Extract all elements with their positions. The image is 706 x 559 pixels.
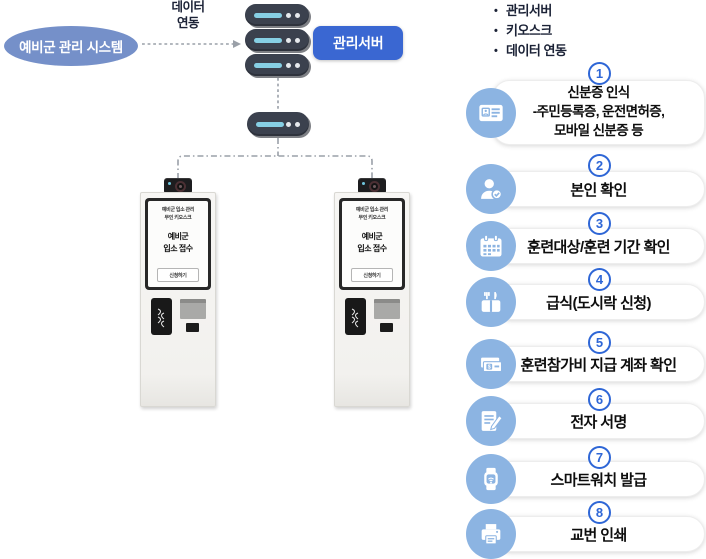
kiosk-screen-title: 예비군 입소 접수 <box>163 232 193 253</box>
camera-icon <box>164 178 192 194</box>
step-number: 5 <box>588 331 611 354</box>
signature-icon <box>466 396 516 446</box>
data-link-label: 데이터 연동 <box>158 0 218 31</box>
meal-icon <box>466 277 516 327</box>
legend-list: 관리서버 키오스크 데이터 연동 <box>494 1 567 61</box>
legend-item: 데이터 연동 <box>494 41 567 61</box>
smartwatch-icon <box>466 454 516 504</box>
step-number: 3 <box>588 212 611 235</box>
kiosk-screen-header: 예비군 입소 관리 무인 키오스크 <box>161 207 195 221</box>
money-icon: $ <box>466 339 516 389</box>
network-switch-icon <box>247 112 309 136</box>
server-unit-icon <box>245 29 309 51</box>
receipt-printer <box>374 299 400 319</box>
legend-item: 관리서버 <box>494 1 566 21</box>
camera-icon <box>358 178 386 194</box>
data-link-label-line2: 연동 <box>176 15 200 30</box>
step-text: 훈련대상/훈련 기간 확인 <box>527 238 670 256</box>
step-text: 모바일 신분증 등 <box>553 122 644 138</box>
svg-text:$: $ <box>488 365 491 371</box>
person-check-icon <box>466 164 516 214</box>
kiosk-apply-button: 신청하기 <box>351 268 393 282</box>
nfc-reader-icon <box>151 298 172 335</box>
step-number: 1 <box>588 62 611 85</box>
step-number: 7 <box>588 446 611 469</box>
kiosk-body: 예비군 입소 관리 무인 키오스크 예비군 입소 접수 신청하기 <box>140 192 216 407</box>
kiosk-screen: 예비군 입소 관리 무인 키오스크 예비군 입소 접수 신청하기 <box>145 198 211 290</box>
printer-icon <box>466 509 516 559</box>
id-card-icon <box>466 87 516 138</box>
server-stack-icon <box>245 4 309 76</box>
card-slot <box>380 323 393 332</box>
server-unit-icon <box>245 54 309 76</box>
calendar-icon <box>466 221 516 271</box>
step-number: 6 <box>588 388 611 411</box>
step-number: 2 <box>588 154 611 177</box>
management-server-badge: 관리서버 <box>313 26 404 60</box>
step-text: 신분증 인식 <box>567 85 630 101</box>
data-link-label-line1: 데이터 <box>171 0 205 14</box>
kiosk-screen: 예비군 입소 관리 무인 키오스크 예비군 입소 접수 신청하기 <box>339 198 405 290</box>
kiosk-right: 예비군 입소 관리 무인 키오스크 예비군 입소 접수 신청하기 <box>334 178 410 407</box>
step-number: 4 <box>588 268 611 291</box>
server-unit-icon <box>245 4 309 26</box>
step-text: 본인 확인 <box>570 181 627 199</box>
step-number: 8 <box>588 501 611 524</box>
receipt-printer <box>180 299 206 319</box>
step-text: 훈련참가비 지급 계좌 확인 <box>520 356 678 374</box>
step-text: -주민등록증, 운전면허증, <box>532 104 665 120</box>
kiosk-screen-header: 예비군 입소 관리 무인 키오스크 <box>355 207 389 221</box>
nfc-reader-icon <box>345 298 366 335</box>
kiosk-apply-button: 신청하기 <box>157 268 199 282</box>
kiosk-body: 예비군 입소 관리 무인 키오스크 예비군 입소 접수 신청하기 <box>334 192 410 407</box>
step-text: 교번 인쇄 <box>570 526 627 544</box>
management-system-ellipse: 예비군 관리 시스템 <box>4 26 138 66</box>
step-text: 스마트워치 발급 <box>550 471 648 489</box>
step-text: 전자 서명 <box>570 413 627 431</box>
legend-item: 키오스크 <box>494 21 566 41</box>
step-box: 신분증 인식 -주민등록증, 운전면허증, 모바일 신분증 등 <box>492 80 705 145</box>
card-slot <box>186 323 199 332</box>
step-text: 급식(도시락 신청) <box>546 294 651 312</box>
kiosk-left: 예비군 입소 관리 무인 키오스크 예비군 입소 접수 신청하기 <box>140 178 216 407</box>
kiosk-screen-title: 예비군 입소 접수 <box>357 232 387 253</box>
